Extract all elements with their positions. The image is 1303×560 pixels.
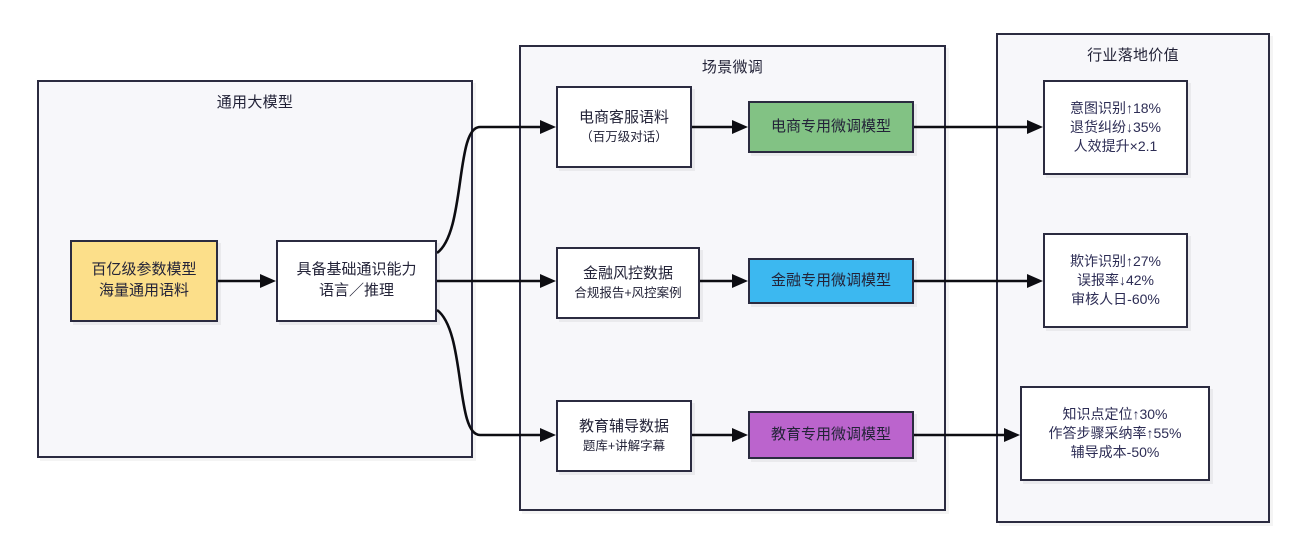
node-base-capability-line2: 语言／推理 [318, 282, 394, 299]
node-data-education[interactable]: 教育辅导数据 题库+讲解字幕 [556, 400, 692, 472]
node-value-ecommerce-line3: 人效提升×2.1 [1073, 138, 1158, 155]
node-model-ecommerce[interactable]: 电商专用微调模型 [748, 101, 914, 153]
node-data-education-line2: 题库+讲解字幕 [582, 438, 666, 453]
node-value-finance-line3: 审核人日-60% [1071, 291, 1160, 308]
node-model-education-label: 教育专用微调模型 [770, 425, 891, 443]
node-data-ecommerce[interactable]: 电商客服语料 （百万级对话） [556, 86, 692, 168]
node-base-corpus-line1: 百亿级参数模型 [91, 261, 197, 279]
node-value-finance[interactable]: 欺诈识别↑27% 误报率↓42% 审核人日-60% [1043, 233, 1188, 328]
node-value-finance-line2: 误报率↓42% [1076, 271, 1155, 288]
node-data-ecommerce-line2: （百万级对话） [580, 129, 668, 144]
group-general-model-title: 通用大模型 [216, 94, 294, 111]
node-data-ecommerce-line1: 电商客服语料 [578, 109, 669, 127]
node-data-finance-line1: 金融风控数据 [582, 265, 673, 283]
node-data-education-line1: 教育辅导数据 [578, 418, 669, 436]
node-value-ecommerce[interactable]: 意图识别↑18% 退货纠纷↓35% 人效提升×2.1 [1043, 80, 1188, 175]
group-scene-finetune-title: 场景微调 [701, 59, 764, 76]
group-industry-value-title: 行业落地价值 [1087, 47, 1179, 64]
node-model-finance[interactable]: 金融专用微调模型 [748, 258, 914, 304]
node-base-corpus-line2: 海量通用语料 [98, 282, 189, 299]
node-value-education-line2: 作答步骤采纳率↑55% [1048, 424, 1182, 441]
node-value-ecommerce-line2: 退货纠纷↓35% [1069, 118, 1162, 135]
node-value-finance-line1: 欺诈识别↑27% [1069, 252, 1162, 269]
node-model-finance-label: 金融专用微调模型 [770, 271, 891, 289]
node-model-education[interactable]: 教育专用微调模型 [748, 411, 914, 459]
node-value-education-line1: 知识点定位↑30% [1062, 405, 1168, 422]
node-value-education[interactable]: 知识点定位↑30% 作答步骤采纳率↑55% 辅导成本-50% [1020, 386, 1210, 481]
node-value-education-line3: 辅导成本-50% [1070, 444, 1160, 461]
node-base-capability[interactable]: 具备基础通识能力 语言／推理 [276, 240, 437, 322]
node-data-finance[interactable]: 金融风控数据 合规报告+风控案例 [556, 247, 700, 319]
node-model-ecommerce-label: 电商专用微调模型 [770, 117, 891, 135]
node-base-capability-line1: 具备基础通识能力 [296, 261, 417, 279]
node-value-ecommerce-line1: 意图识别↑18% [1069, 99, 1162, 116]
node-base-corpus[interactable]: 百亿级参数模型 海量通用语料 [70, 240, 218, 322]
node-data-finance-line2: 合规报告+风控案例 [574, 285, 682, 300]
